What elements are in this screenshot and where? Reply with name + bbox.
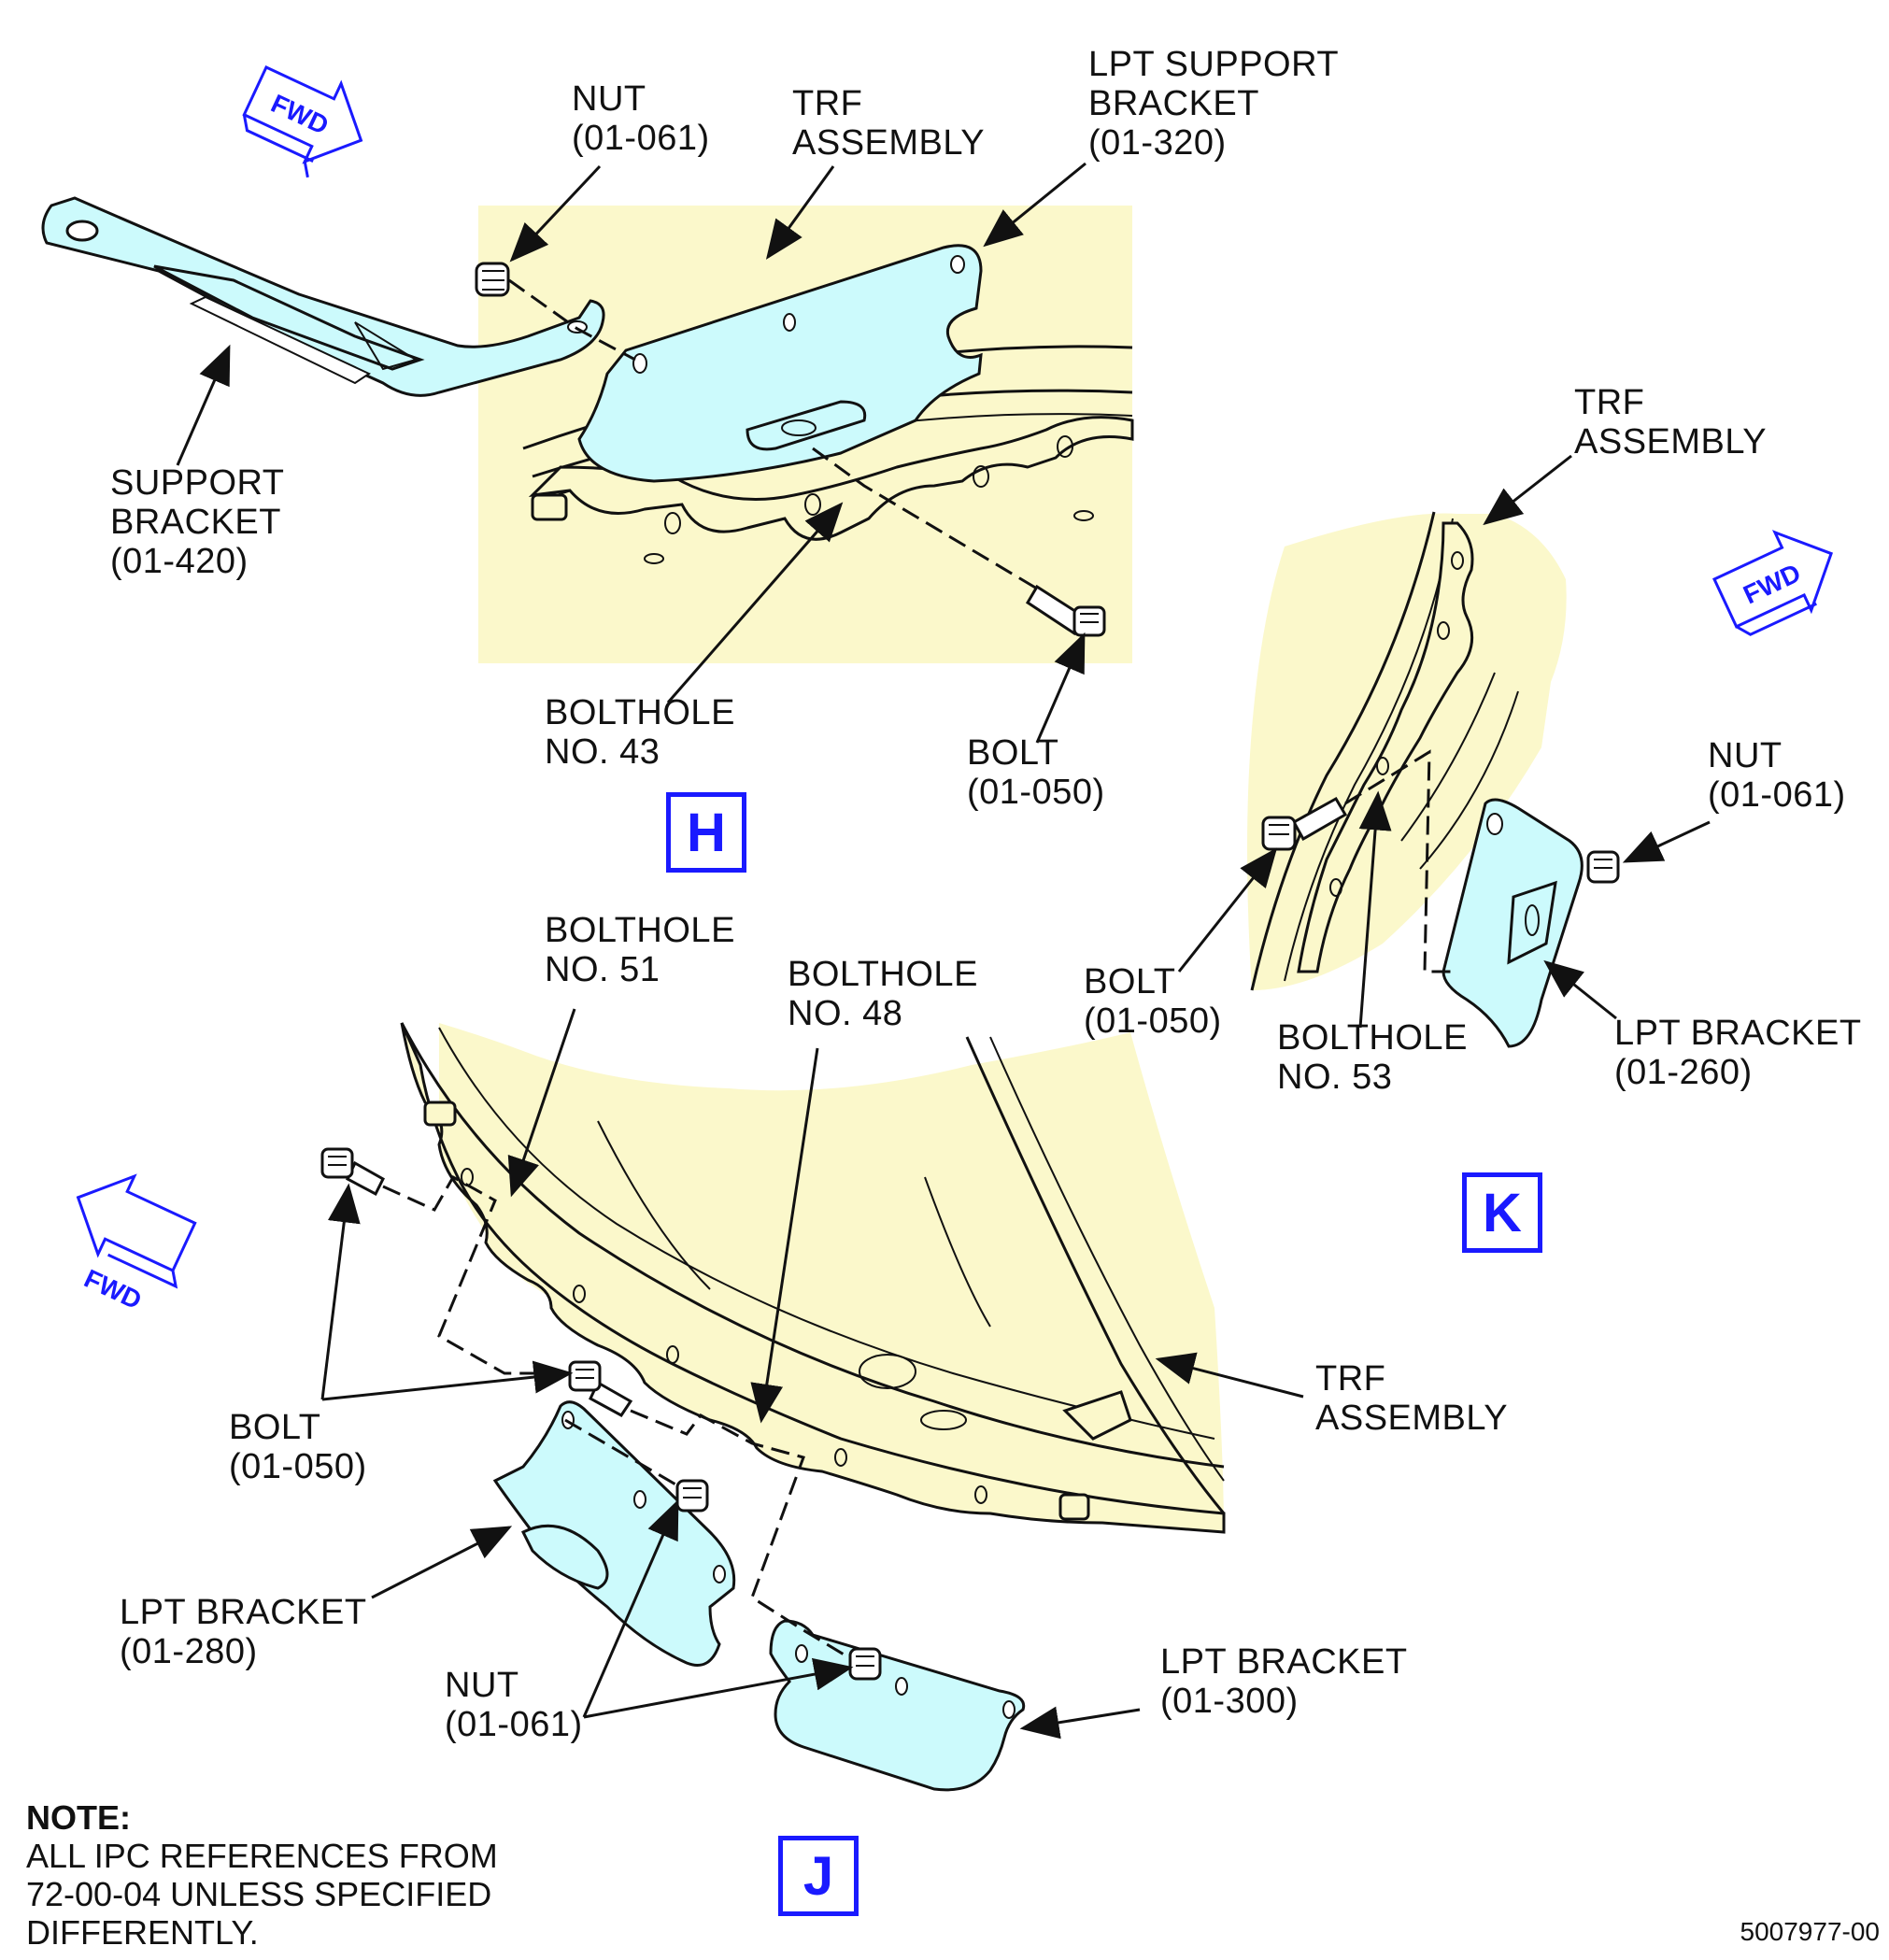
label-lpt-bracket-280: LPT BRACKET (01-280) xyxy=(120,1593,367,1671)
label-bolthole-43: BOLTHOLE NO. 43 xyxy=(545,693,735,772)
bolt-j-lower-part xyxy=(568,1360,633,1417)
label-nut-h: NUT (01-061) xyxy=(572,79,710,158)
nut-j-lower-part xyxy=(848,1647,882,1681)
trf-flange-j xyxy=(400,1022,1226,1534)
lpt-bracket-01-300 xyxy=(769,1619,1026,1792)
leaders-h xyxy=(176,162,1087,744)
view-k-drawing xyxy=(1247,511,1620,1048)
note-body: ALL IPC REFERENCES FROM 72-00-04 UNLESS … xyxy=(26,1837,498,1952)
label-bolt-h: BOLT (01-050) xyxy=(967,733,1105,812)
label-bolthole-53: BOLTHOLE NO. 53 xyxy=(1277,1018,1468,1097)
view-j-drawing xyxy=(320,1022,1226,1792)
leaders-k xyxy=(1177,454,1711,1029)
fwd-arrow-k: FWD xyxy=(1712,530,1834,636)
label-trf-assembly-h: TRF ASSEMBLY xyxy=(792,84,986,163)
view-h-drawing xyxy=(41,196,1134,663)
label-bolthole-51: BOLTHOLE NO. 51 xyxy=(545,911,735,989)
note-title: NOTE: xyxy=(26,1798,131,1837)
label-bolthole-48: BOLTHOLE NO. 48 xyxy=(788,955,978,1033)
label-trf-assembly-k: TRF ASSEMBLY xyxy=(1574,383,1768,462)
bolt-k-part xyxy=(1261,796,1348,851)
lpt-bracket-01-280 xyxy=(492,1400,736,1667)
label-bolt-k: BOLT (01-050) xyxy=(1084,962,1222,1041)
label-support-bracket: SUPPORT BRACKET (01-420) xyxy=(110,463,285,581)
label-lpt-bracket-260: LPT BRACKET (01-260) xyxy=(1614,1014,1862,1092)
label-nut-j: NUT (01-061) xyxy=(445,1666,583,1744)
nut-k-part xyxy=(1586,850,1620,884)
view-j-background xyxy=(439,1023,1224,1532)
label-lpt-bracket-300: LPT BRACKET (01-300) xyxy=(1160,1642,1408,1721)
label-trf-assembly-j: TRF ASSEMBLY xyxy=(1315,1359,1509,1438)
note-block: NOTE: ALL IPC REFERENCES FROM 72-00-04 U… xyxy=(26,1798,498,1952)
fwd-label-j: FWD xyxy=(79,1264,146,1315)
view-h-label: H xyxy=(666,792,746,873)
lpt-support-bracket-01-320 xyxy=(577,244,983,483)
nut-j-upper-part xyxy=(675,1479,709,1513)
nut-h-part xyxy=(475,262,510,297)
trf-flange-k xyxy=(1297,521,1474,973)
label-bolt-j: BOLT (01-050) xyxy=(229,1408,367,1486)
label-lpt-support-bracket: LPT SUPPORT BRACKET (01-320) xyxy=(1088,45,1340,163)
fwd-arrow-h: FWD xyxy=(242,65,363,178)
label-nut-k: NUT (01-061) xyxy=(1708,736,1846,815)
bolt-j-upper-part xyxy=(320,1147,385,1197)
document-number: 5007977-00 xyxy=(1740,1917,1880,1946)
fwd-arrow-j xyxy=(76,1173,197,1289)
leaders-j xyxy=(320,1008,1304,1740)
view-k-label: K xyxy=(1462,1172,1542,1253)
view-j-label: J xyxy=(778,1836,859,1916)
support-bracket-01-420 xyxy=(41,196,605,397)
